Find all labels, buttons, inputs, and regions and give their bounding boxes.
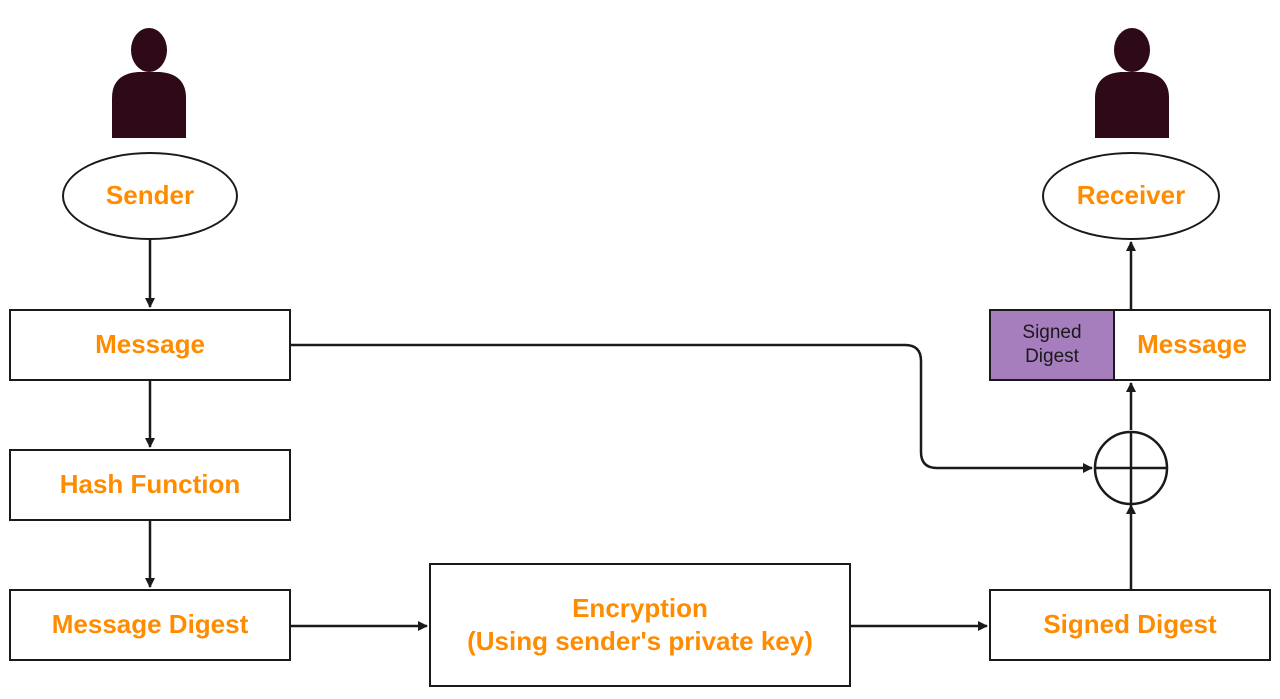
signed-digest-box: Signed Digest bbox=[989, 589, 1271, 661]
combined-message-label: Message bbox=[1137, 329, 1247, 360]
combined-signed-digest-cell: Signed Digest bbox=[989, 309, 1115, 381]
hash-function-label: Hash Function bbox=[59, 469, 241, 500]
receiver-ellipse: Receiver bbox=[1042, 152, 1220, 240]
combined-message-cell: Message bbox=[1115, 309, 1271, 381]
message-digest-label: Message Digest bbox=[51, 609, 249, 640]
message-box: Message bbox=[9, 309, 291, 381]
combined-digest-line2: Digest bbox=[1025, 346, 1079, 367]
encryption-subtitle: (Using sender's private key) bbox=[467, 626, 813, 656]
sender-person-icon bbox=[112, 28, 186, 138]
sender-label: Sender bbox=[105, 180, 195, 211]
combined-signed-line1: Signed bbox=[1022, 322, 1082, 344]
xor-circle-icon bbox=[1093, 430, 1169, 506]
encryption-box: Encryption (Using sender's private key) bbox=[429, 563, 851, 687]
arrow-message-to-xor bbox=[291, 343, 1093, 473]
message-digest-box: Message Digest bbox=[9, 589, 291, 661]
receiver-person-icon bbox=[1095, 28, 1169, 138]
hash-function-box: Hash Function bbox=[9, 449, 291, 521]
receiver-label: Receiver bbox=[1076, 180, 1186, 211]
message-label: Message bbox=[95, 329, 205, 360]
sender-ellipse: Sender bbox=[62, 152, 238, 240]
signed-digest-label: Signed Digest bbox=[1043, 609, 1217, 640]
encryption-title: Encryption bbox=[572, 592, 708, 623]
